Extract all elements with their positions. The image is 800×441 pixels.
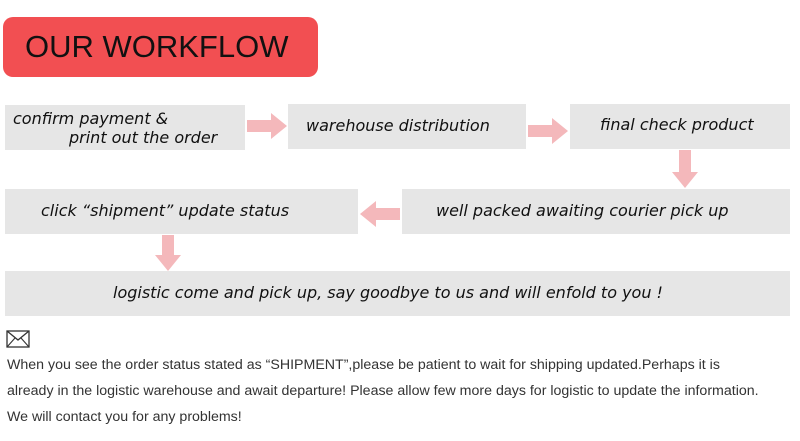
- step-confirm-payment: confirm payment & print out the order: [5, 105, 245, 150]
- step-well-packed-label: well packed awaiting courier pick up: [436, 201, 729, 220]
- envelope-icon: [6, 330, 30, 348]
- step-warehouse-distribution: warehouse distribution: [288, 104, 526, 149]
- arrow-left-icon: [360, 201, 400, 227]
- note-line-2: already in the logistic warehouse and aw…: [7, 383, 759, 399]
- arrow-right-icon: [528, 118, 568, 144]
- note-line-1: When you see the order status stated as …: [7, 357, 720, 373]
- step-click-shipment-label: click “shipment” update status: [41, 201, 290, 220]
- workflow-title: OUR WORKFLOW: [25, 29, 289, 64]
- step-final-check-label: final check product: [600, 115, 754, 134]
- step-warehouse-label: warehouse distribution: [306, 116, 490, 135]
- note-line-3: We will contact you for any problems!: [7, 409, 242, 425]
- arrow-down-icon: [155, 235, 181, 271]
- step-logistic-pickup: logistic come and pick up, say goodbye t…: [5, 271, 790, 316]
- step-well-packed: well packed awaiting courier pick up: [402, 189, 790, 234]
- step-click-shipment: click “shipment” update status: [5, 189, 358, 234]
- step-logistic-label: logistic come and pick up, say goodbye t…: [113, 283, 663, 302]
- step-confirm-line1: confirm payment &: [13, 109, 169, 128]
- workflow-title-banner: OUR WORKFLOW: [3, 17, 318, 77]
- step-final-check: final check product: [570, 104, 790, 149]
- step-confirm-line2: print out the order: [69, 128, 218, 147]
- arrow-down-icon: [672, 150, 698, 188]
- arrow-right-icon: [247, 113, 287, 139]
